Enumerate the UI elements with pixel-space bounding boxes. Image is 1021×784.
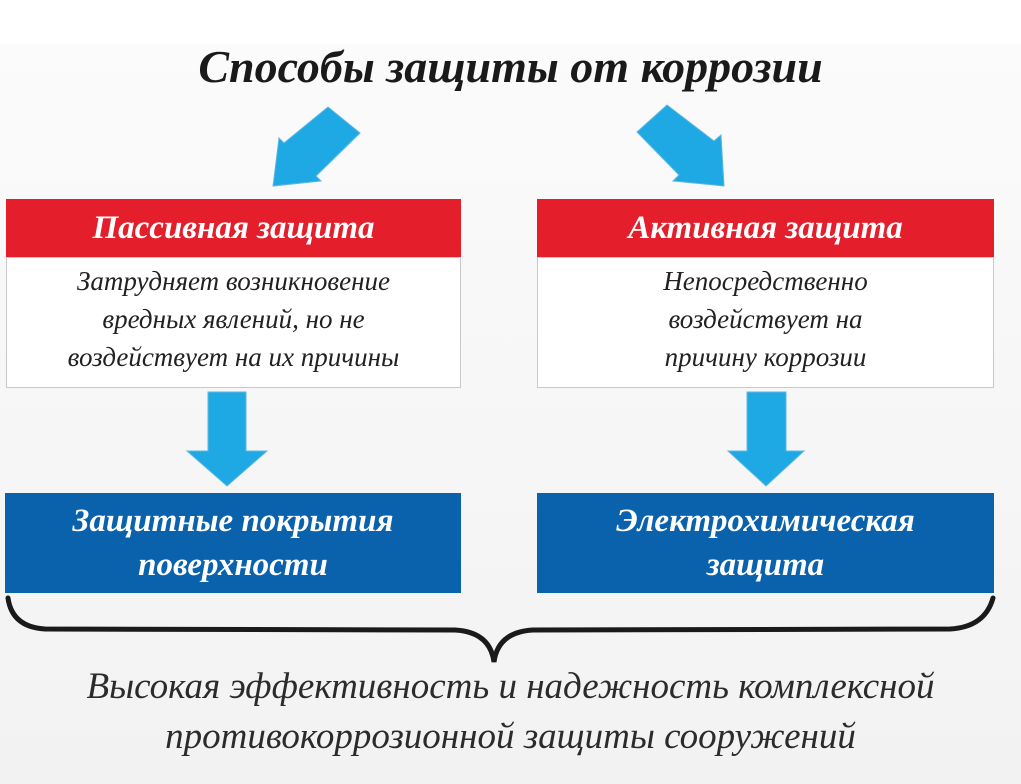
description-line: причину коррозии bbox=[664, 342, 867, 372]
description-line: Затрудняет возникновение bbox=[77, 266, 390, 296]
arrow-down-right-column-icon bbox=[726, 391, 806, 487]
description-line: воздействует на их причины bbox=[67, 342, 400, 372]
conclusion-line: противокоррозионной защиты сооружений bbox=[165, 716, 856, 757]
active-protection-description: Непосредственно воздействует на причину … bbox=[537, 257, 994, 388]
method-line: Электрохимическая bbox=[616, 503, 915, 539]
description-line: воздействует на bbox=[668, 304, 863, 334]
conclusion-text: Высокая эффективность и надежность компл… bbox=[0, 662, 1021, 762]
passive-protection-description: Затрудняет возникновение вредных явлений… bbox=[6, 257, 461, 388]
passive-protection-header: Пассивная защита bbox=[6, 199, 461, 257]
protective-coatings-box: Защитные покрытия поверхности bbox=[5, 493, 461, 593]
active-protection-header: Активная защита bbox=[537, 199, 994, 257]
curly-brace-icon bbox=[5, 595, 996, 663]
method-line: поверхности bbox=[138, 547, 328, 583]
method-line: защита bbox=[706, 547, 825, 583]
page-title: Способы защиты от коррозии bbox=[198, 41, 823, 92]
description-line: вредных явлений, но не bbox=[102, 304, 365, 334]
background-panel bbox=[0, 44, 1021, 784]
method-line: Защитные покрытия bbox=[72, 503, 394, 539]
arrow-down-left-icon bbox=[272, 106, 361, 187]
conclusion-line: Высокая эффективность и надежность компл… bbox=[86, 666, 935, 707]
arrow-down-left-column-icon bbox=[185, 391, 269, 487]
electrochemical-protection-box: Электрохимическая защита bbox=[537, 493, 994, 593]
arrow-down-right-icon bbox=[636, 104, 725, 187]
description-line: Непосредственно bbox=[663, 266, 868, 296]
